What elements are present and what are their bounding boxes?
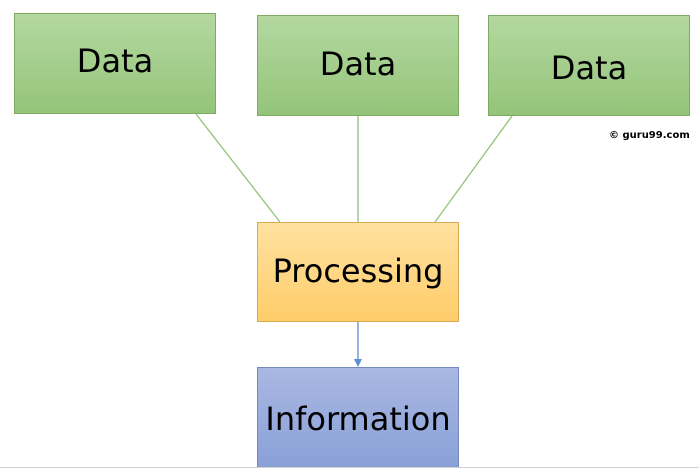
data-node-3-label: Data <box>550 48 628 87</box>
copyright-notice: © guru99.com <box>609 130 690 141</box>
data-node-1: Data <box>14 13 216 114</box>
data-node-1-label: Data <box>76 41 154 80</box>
data-node-2-label: Data <box>319 44 397 83</box>
processing-node-label: Processing <box>272 251 444 290</box>
connector-data-1-to-processing <box>195 113 281 223</box>
processing-node: Processing <box>257 222 459 322</box>
information-node-label: Information <box>265 400 451 438</box>
data-node-2: Data <box>257 15 459 116</box>
data-node-3: Data <box>488 15 690 116</box>
information-node: Information <box>257 367 459 468</box>
connector-data-3-to-processing <box>434 115 513 223</box>
bottom-divider <box>0 467 699 468</box>
